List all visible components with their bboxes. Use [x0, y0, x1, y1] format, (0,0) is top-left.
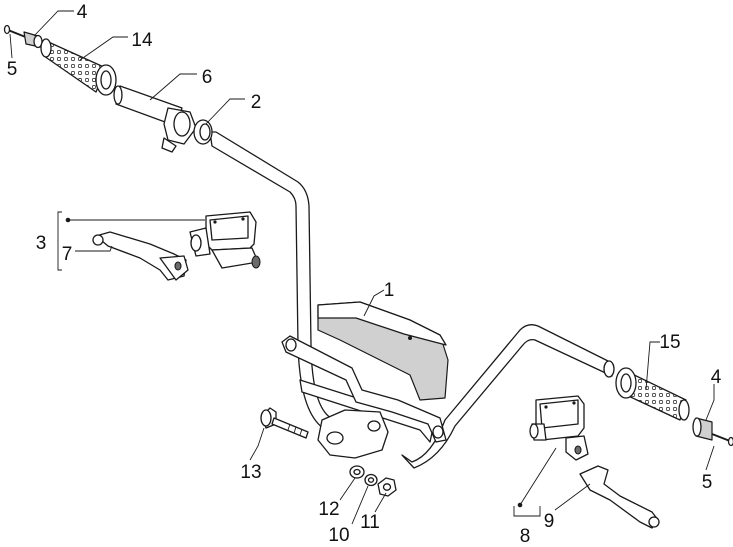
callout-labels: 1 2 3 4 4 5 5 6 7 8 9 10 11 12 13 14 15 [7, 2, 722, 547]
leader-lines [9, 10, 715, 525]
washer-large [349, 465, 365, 479]
right-end-screw [711, 433, 733, 447]
washer-small [364, 473, 378, 487]
callout-13: 13 [240, 462, 261, 483]
callout-14: 14 [131, 30, 153, 51]
callout-4-left: 4 [77, 2, 88, 23]
callout-2: 2 [251, 92, 262, 113]
callout-1: 1 [384, 280, 395, 301]
left-grip [40, 38, 117, 96]
callout-5-right: 5 [702, 472, 713, 493]
right-bar-end-weight [692, 417, 713, 441]
callout-8: 8 [520, 526, 531, 547]
callout-4-right: 4 [711, 367, 722, 388]
callout-10: 10 [328, 525, 349, 546]
mounting-bolt [260, 407, 309, 439]
right-grip [615, 367, 690, 421]
callout-6: 6 [202, 67, 213, 88]
callout-15: 15 [659, 332, 680, 353]
spacer-ring [193, 119, 213, 145]
callout-9: 9 [544, 511, 555, 532]
callout-11: 11 [360, 512, 380, 533]
lock-nut [377, 477, 397, 497]
throttle-tube [113, 85, 197, 153]
handlebar-assembly [209, 131, 615, 469]
right-grip-group [615, 367, 733, 447]
callout-12: 12 [318, 499, 339, 520]
left-grip-group [3, 24, 213, 153]
left-brake-assembly [92, 211, 261, 281]
fastener-group [260, 407, 397, 497]
callout-3: 3 [36, 233, 47, 254]
callout-5-left: 5 [7, 59, 18, 80]
left-bar-end-weight [23, 31, 43, 49]
right-brake-assembly [529, 395, 660, 529]
callout-7: 7 [62, 244, 73, 265]
